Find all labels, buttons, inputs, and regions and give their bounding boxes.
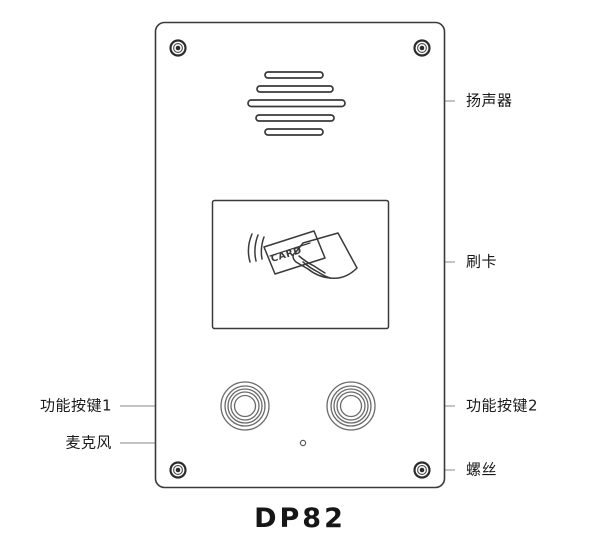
screw-tr-core (419, 45, 425, 51)
screw-bottom-right (413, 461, 431, 479)
screw-tl-core (175, 45, 181, 51)
rfid-wave-icon (247, 233, 265, 263)
fb1-center (233, 394, 257, 418)
card-strike-line (269, 242, 311, 257)
microphone-hole (299, 439, 307, 447)
callout-label-speaker: 扬声器 (466, 91, 513, 110)
callout-label-microphone: 麦克风 (65, 433, 112, 452)
speaker-bar-4 (255, 114, 335, 122)
hand-shape (292, 232, 358, 280)
callout-label-function-button-1: 功能按键1 (39, 396, 112, 415)
function-button-2[interactable] (326, 381, 376, 431)
speaker-bar-2 (256, 85, 334, 93)
finger-1 (298, 255, 326, 274)
screw-top-right (413, 39, 431, 57)
function-button-1[interactable] (220, 381, 270, 431)
card-shape (263, 230, 326, 275)
finger-2 (302, 261, 331, 279)
screw-br-core (419, 467, 425, 473)
screw-bottom-left (169, 461, 187, 479)
speaker-grille (247, 71, 346, 136)
screw-top-left (169, 39, 187, 57)
fb2-center (339, 394, 363, 418)
speaker-bar-3 (247, 99, 346, 108)
callout-label-screw: 螺丝 (466, 460, 498, 479)
callout-label-function-button-2: 功能按键2 (466, 396, 539, 415)
screw-bl-core (175, 467, 181, 473)
speaker-bar-1 (264, 71, 324, 79)
callout-label-card-reader: 刷卡 (466, 252, 498, 271)
device-model-name: DP82 (254, 503, 346, 534)
speaker-bar-5 (264, 128, 324, 136)
